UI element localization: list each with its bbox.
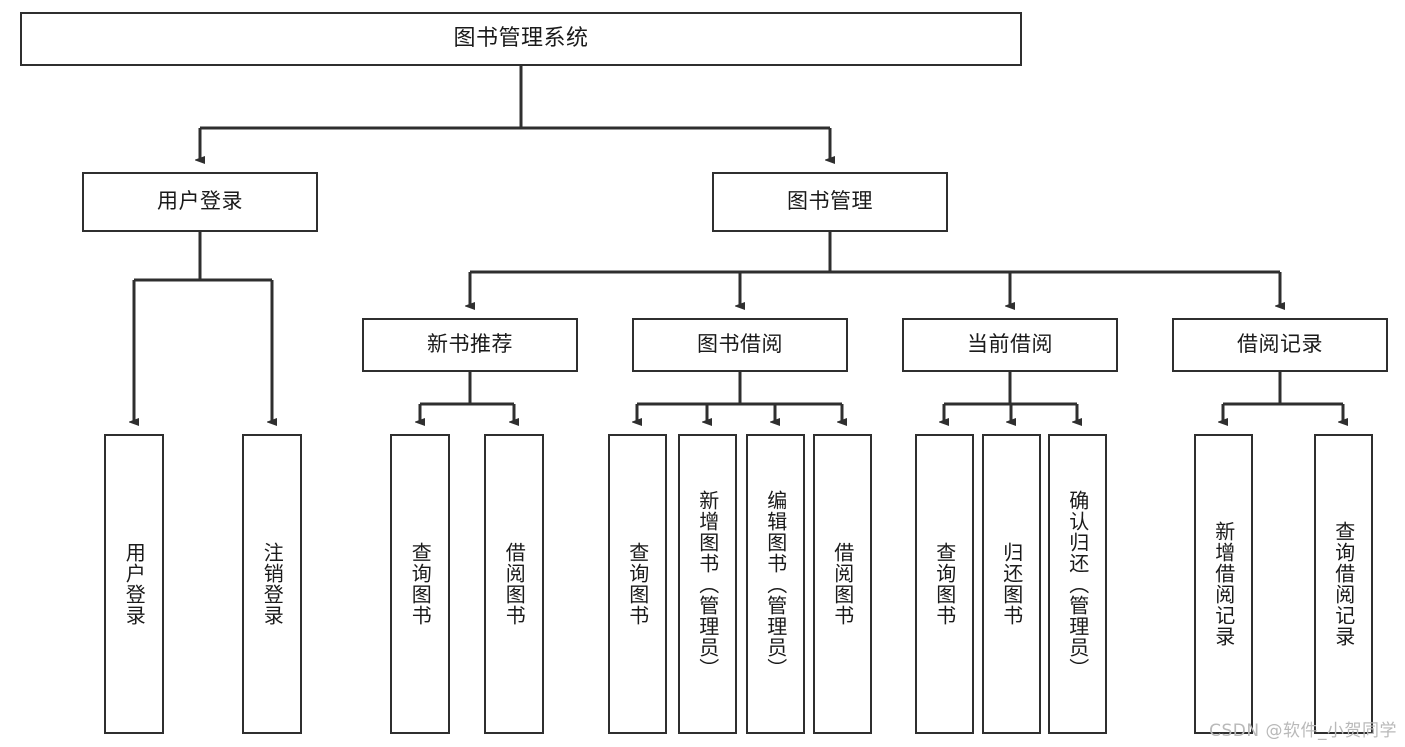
node-current-borrow-label: 当前借阅 (967, 332, 1053, 357)
node-new-book-recommend-label: 新书推荐 (427, 332, 513, 357)
node-leaf-confirm-return[interactable]: 确认归还（管理员） (1048, 434, 1107, 734)
node-leaf-add-record[interactable]: 新增借阅记录 (1194, 434, 1253, 734)
node-leaf-user-logout[interactable]: 注销登录 (242, 434, 302, 734)
node-current-borrow[interactable]: 当前借阅 (902, 318, 1118, 372)
node-leaf-return-book[interactable]: 归还图书 (982, 434, 1041, 734)
node-leaf-query-book-3[interactable]: 查询图书 (915, 434, 974, 734)
node-book-manage[interactable]: 图书管理 (712, 172, 948, 232)
node-leaf-query-book-2[interactable]: 查询图书 (608, 434, 667, 734)
node-new-book-recommend[interactable]: 新书推荐 (362, 318, 578, 372)
node-book-manage-label: 图书管理 (787, 189, 873, 214)
node-leaf-borrow-book-2[interactable]: 借阅图书 (813, 434, 872, 734)
node-book-borrow-label: 图书借阅 (697, 332, 783, 357)
node-leaf-edit-book[interactable]: 编辑图书（管理员） (746, 434, 805, 734)
node-root-system[interactable]: 图书管理系统 (20, 12, 1022, 66)
node-leaf-query-record[interactable]: 查询借阅记录 (1314, 434, 1373, 734)
node-leaf-add-book[interactable]: 新增图书（管理员） (678, 434, 737, 734)
node-user-login[interactable]: 用户登录 (82, 172, 318, 232)
csdn-watermark: CSDN @软件_小贺同学 (1209, 721, 1397, 741)
node-book-borrow[interactable]: 图书借阅 (632, 318, 848, 372)
node-user-login-label: 用户登录 (157, 189, 243, 214)
node-borrow-record[interactable]: 借阅记录 (1172, 318, 1388, 372)
node-leaf-user-login[interactable]: 用户登录 (104, 434, 164, 734)
node-root-system-label: 图书管理系统 (453, 25, 589, 51)
node-leaf-query-book-1[interactable]: 查询图书 (390, 434, 450, 734)
node-borrow-record-label: 借阅记录 (1237, 332, 1323, 357)
node-leaf-borrow-book-1[interactable]: 借阅图书 (484, 434, 544, 734)
